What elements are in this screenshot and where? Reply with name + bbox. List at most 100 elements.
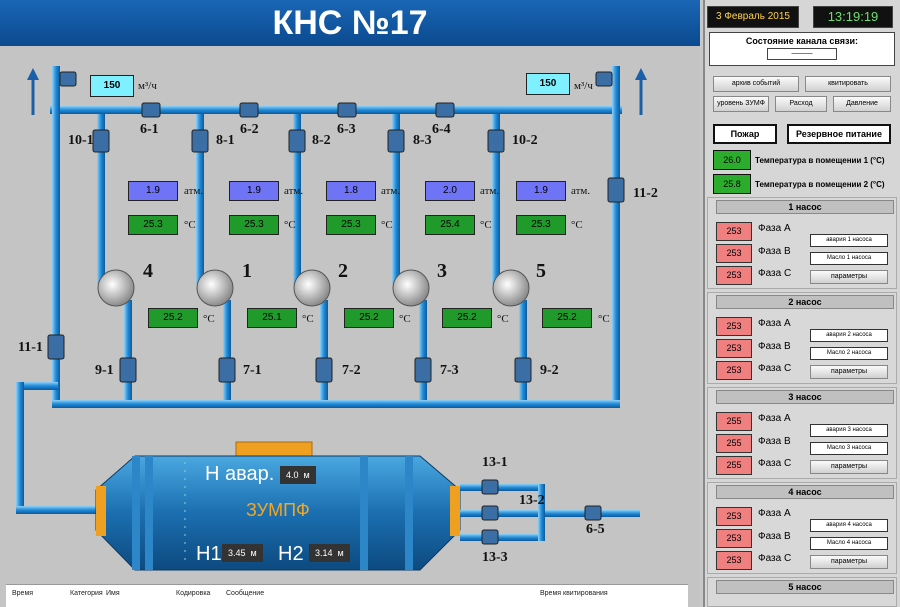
scada-mimic: КНС №17 <box>0 0 700 607</box>
tank-h2-value: 3.14 м <box>309 544 350 562</box>
pump-section: 3 насос 255 Фаза А 255 Фаза В 255 Фаза С… <box>707 387 897 479</box>
valve-label: 13-1 <box>482 455 508 470</box>
log-col-header[interactable]: Время <box>12 590 34 597</box>
phase-voltage: 253 <box>716 507 752 526</box>
valve-label: 6-4 <box>432 122 451 137</box>
phase-voltage: 255 <box>716 412 752 431</box>
pump-section: 5 насос <box>707 577 897 607</box>
valve-label: 8-1 <box>216 133 235 148</box>
phase-voltage: 253 <box>716 222 752 241</box>
alarm-indicator: авария 2 насоса <box>810 329 888 342</box>
left-riser <box>52 66 60 406</box>
valve-label: 6-2 <box>240 122 259 137</box>
reserve-power-status: Резервное питание <box>787 124 891 144</box>
params-button[interactable]: параметры <box>810 365 888 379</box>
alarm-indicator: авария 3 насоса <box>810 424 888 437</box>
temp-unit: °C <box>184 219 196 231</box>
pressure-unit: атм. <box>571 185 591 197</box>
temp-unit: °C <box>399 313 411 325</box>
temperature-display: 25.3 <box>229 215 279 235</box>
section-title: 2 насос <box>716 295 894 309</box>
link-status-box: Состояние канала связи: ——— <box>709 32 895 66</box>
temperature-display: 25.1 <box>247 308 297 328</box>
tank-h1-label: Н1 <box>196 543 222 565</box>
pressure-display: 2.0 <box>425 181 475 201</box>
flow-button[interactable]: Расход <box>775 96 827 112</box>
acknowledge-button[interactable]: квитировать <box>805 76 891 92</box>
phase-label: Фаза А <box>758 223 791 234</box>
date-display: 3 Февраль 2015 <box>707 6 799 28</box>
temp-unit: °C <box>497 313 509 325</box>
temperature-display: 25.3 <box>326 215 376 235</box>
phase-label: Фаза А <box>758 318 791 329</box>
temperature-display: 25.2 <box>344 308 394 328</box>
phase-label: Фаза С <box>758 458 792 469</box>
pipe-diagram <box>16 66 647 571</box>
flow-right-unit: м³/ч <box>574 80 593 92</box>
valves <box>47 71 625 383</box>
fire-status: Пожар <box>713 124 777 144</box>
flow-right-display: 150 <box>526 73 570 95</box>
temp-unit: °C <box>203 313 215 325</box>
phase-label: Фаза В <box>758 341 791 352</box>
oil-indicator: Масло 3 насоса <box>810 442 888 455</box>
log-col-header[interactable]: Сообщение <box>226 590 265 597</box>
temperature-display: 25.3 <box>516 215 566 235</box>
temp-unit: °C <box>480 219 492 231</box>
sump-level-button[interactable]: уровень ЗУМФ <box>713 96 769 112</box>
right-riser <box>612 66 620 406</box>
phase-voltage: 255 <box>716 434 752 453</box>
params-button[interactable]: параметры <box>810 460 888 474</box>
pressure-unit: атм. <box>184 185 204 197</box>
alarm-indicator: авария 1 насоса <box>810 234 888 247</box>
valve-label: 8-3 <box>413 133 432 148</box>
pressure-button[interactable]: Давление <box>833 96 891 112</box>
room-temp-2: 25.8 <box>713 174 751 194</box>
clock-display: 13:19:19 <box>813 6 893 28</box>
pump-number: 4 <box>143 260 153 282</box>
oil-indicator: Масло 1 насоса <box>810 252 888 265</box>
control-panel: 3 Февраль 2015 13:19:19 Состояние канала… <box>703 0 900 607</box>
header-pipe-bottom <box>52 400 620 408</box>
temp-unit: °C <box>598 313 610 325</box>
section-title: 1 насос <box>716 200 894 214</box>
valve-label: 10-1 <box>68 133 94 148</box>
params-button[interactable]: параметры <box>810 270 888 284</box>
flow-left-unit: м³/ч <box>138 80 157 92</box>
pressure-display: 1.8 <box>326 181 376 201</box>
phase-voltage: 255 <box>716 456 752 475</box>
log-col-header[interactable]: Категория <box>70 590 103 597</box>
event-archive-button[interactable]: архив событий <box>713 76 799 92</box>
temp-unit: °C <box>302 313 314 325</box>
log-col-header[interactable]: Время квитирования <box>540 590 608 597</box>
temp-unit: °C <box>571 219 583 231</box>
valve-label: 6-1 <box>140 122 159 137</box>
phase-label: Фаза А <box>758 508 791 519</box>
phase-label: Фаза С <box>758 363 792 374</box>
pump-number: 3 <box>437 260 447 282</box>
pump-section: 4 насос 253 Фаза А 253 Фаза В 253 Фаза С… <box>707 482 897 574</box>
header-pipe-top <box>50 106 622 114</box>
valve-label: 11-2 <box>633 186 658 201</box>
tank-h2-label: Н2 <box>278 543 304 565</box>
phase-label: Фаза В <box>758 436 791 447</box>
log-col-header[interactable]: Кодировка <box>176 590 211 597</box>
flow-left-display: 150 <box>90 75 134 97</box>
sump-tank <box>95 441 461 571</box>
oil-indicator: Масло 2 насоса <box>810 347 888 360</box>
event-log[interactable]: Время Категория Имя Кодировка Сообщение … <box>6 584 688 607</box>
link-status-title: Состояние канала связи: <box>745 36 859 46</box>
params-button[interactable]: параметры <box>810 555 888 569</box>
link-status-value: ——— <box>767 48 837 60</box>
room-temp-1-label: Температура в помещении 1 (°С) <box>755 156 885 165</box>
room-temp-2-label: Температура в помещении 2 (°С) <box>755 180 885 189</box>
temp-unit: °C <box>284 219 296 231</box>
log-col-header[interactable]: Имя <box>106 590 120 597</box>
temperature-display: 25.2 <box>148 308 198 328</box>
phase-label: Фаза В <box>758 531 791 542</box>
pressure-unit: атм. <box>480 185 500 197</box>
section-title: 3 насос <box>716 390 894 404</box>
pump-number: 1 <box>242 260 252 282</box>
valve-label: 6-3 <box>337 122 356 137</box>
valve-label: 8-2 <box>312 133 331 148</box>
